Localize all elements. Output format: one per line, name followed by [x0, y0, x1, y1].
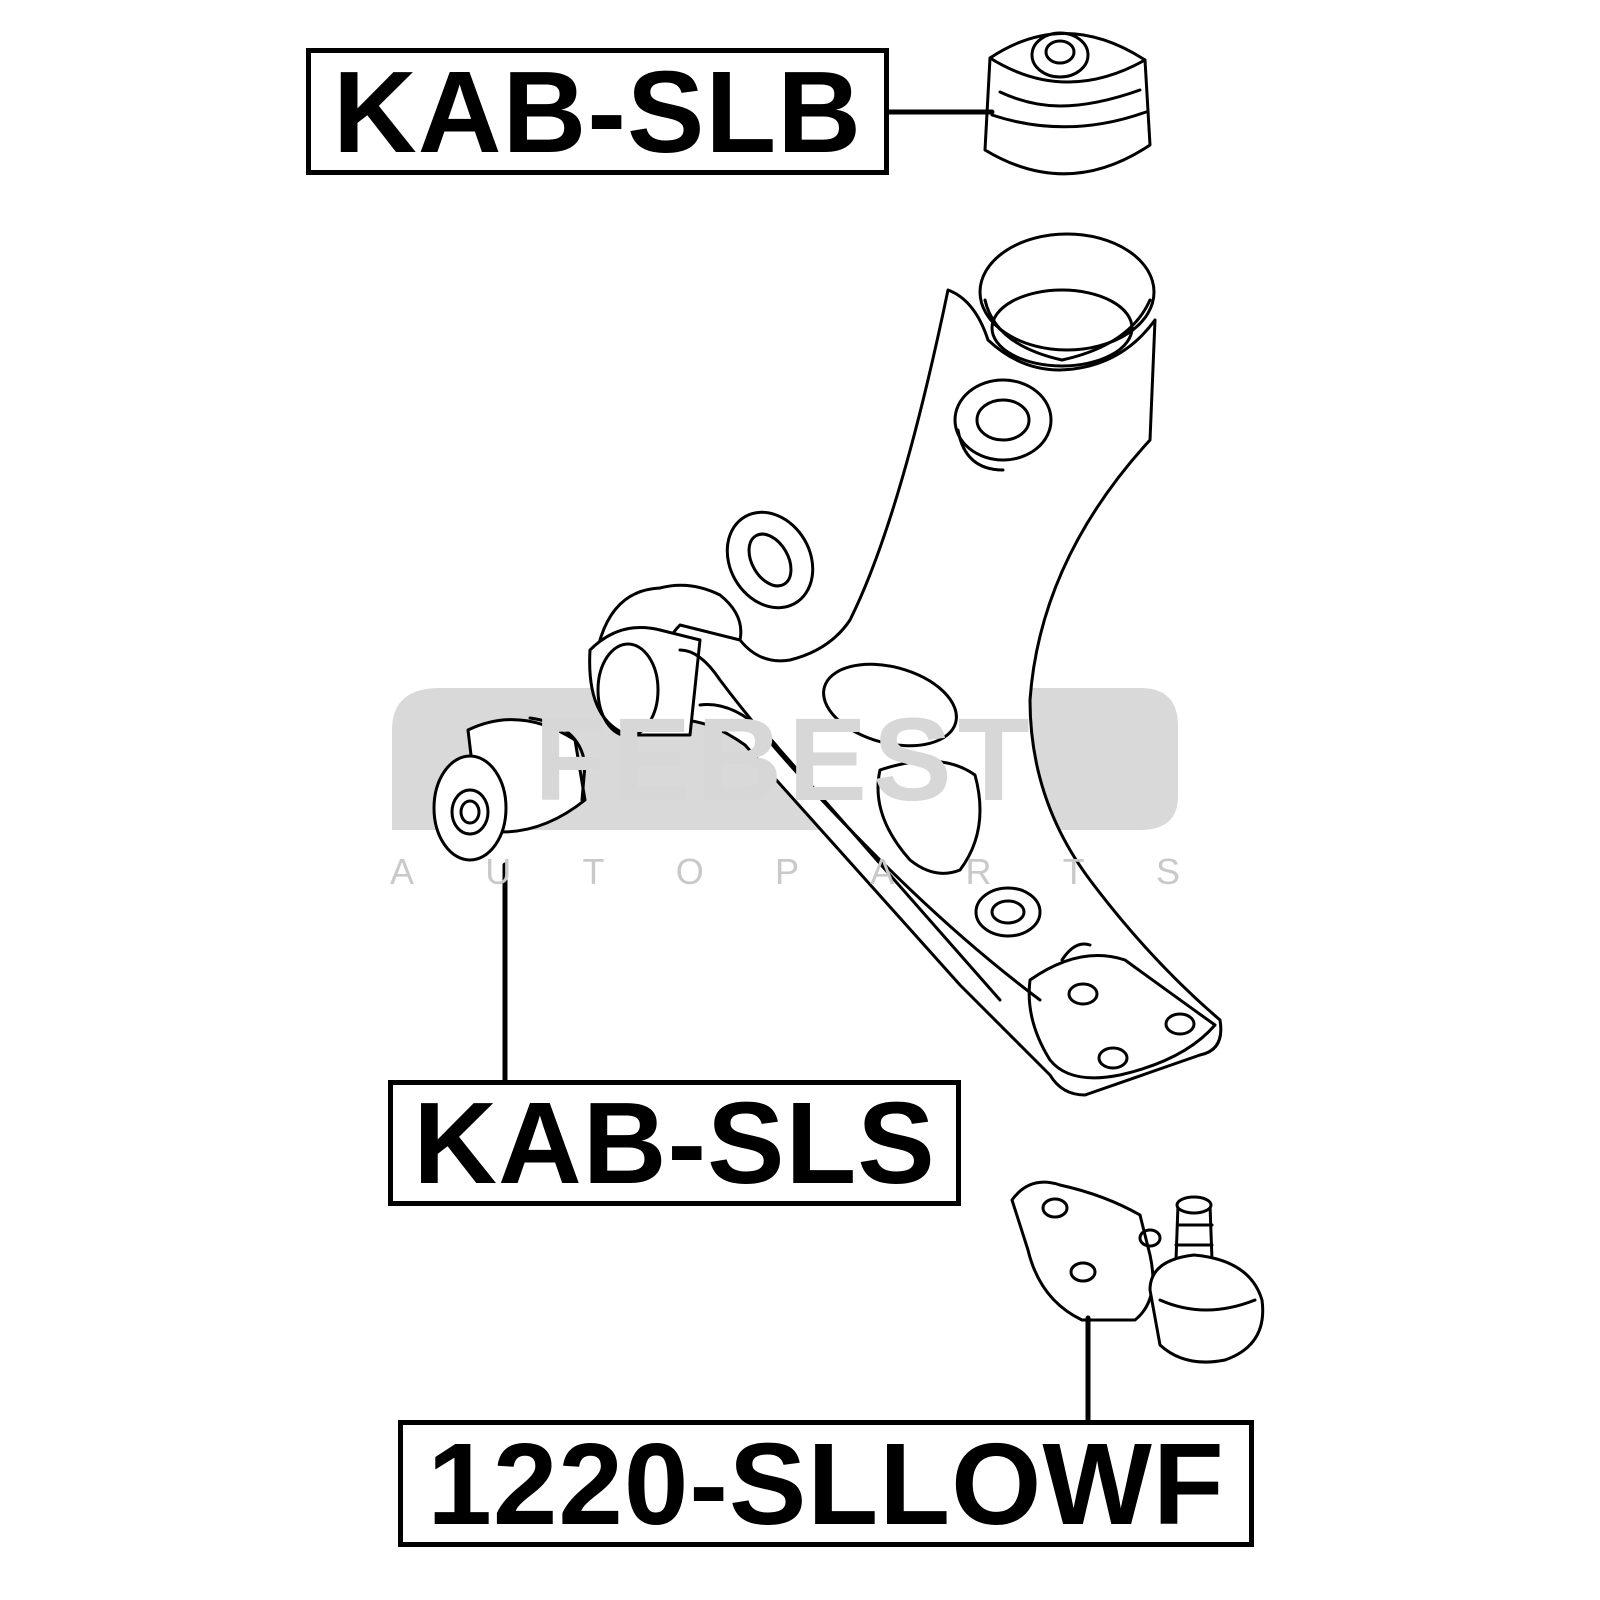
watermark-letter: T: [582, 851, 605, 892]
part-label-1220-sllowf: 1220-SLLOWF: [398, 1420, 1254, 1547]
watermark-letter: A: [390, 851, 415, 892]
control-arm-illustration: [588, 232, 1223, 1097]
watermark-letter: A: [870, 851, 895, 892]
top-bushing-illustration: [983, 31, 1152, 176]
watermark-subtitle: A U T O P A R T S: [390, 848, 1180, 896]
part-label-kab-sls: KAB-SLS: [388, 1080, 961, 1206]
part-label-kab-slb: KAB-SLB: [306, 48, 889, 175]
watermark-letter: S: [1155, 851, 1180, 892]
watermark-letter: U: [485, 851, 512, 892]
front-bushing-illustration: [432, 716, 587, 862]
watermark-letter: O: [675, 851, 704, 892]
watermark-letter: R: [965, 851, 992, 892]
watermark-brand: FEBEST: [534, 694, 1036, 826]
watermark-letter: P: [774, 851, 799, 892]
watermark-letter: T: [1062, 851, 1085, 892]
ball-joint-illustration: [1010, 1180, 1265, 1364]
